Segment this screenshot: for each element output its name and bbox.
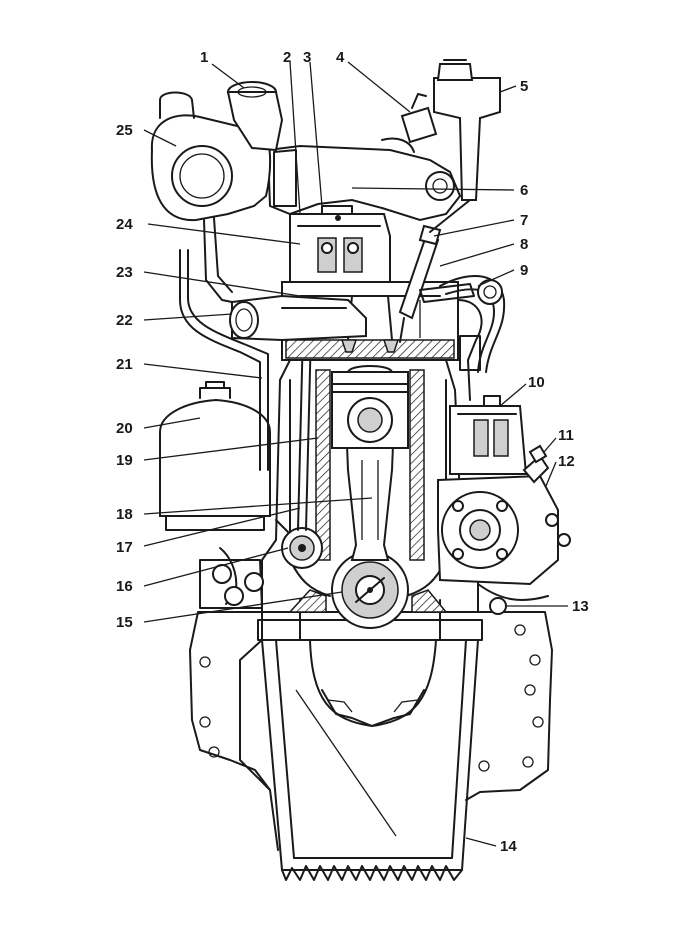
callout-11: 11 [543,427,574,453]
camshaft [275,519,323,569]
svg-text:24: 24 [116,216,133,233]
callout-19: 19 [116,437,319,469]
callout-17: 17 [116,507,301,556]
oil-sump [261,639,479,881]
callout-24: 24 [116,216,301,245]
rocker-cover [289,205,391,283]
callout-23: 23 [116,264,301,297]
svg-text:8: 8 [520,236,528,253]
injector [398,199,471,343]
callout-15: 15 [116,591,343,631]
svg-text:14: 14 [500,838,517,855]
svg-text:21: 21 [116,356,133,373]
exhaust-manifold [266,137,462,222]
svg-text:2: 2 [283,49,291,66]
callout-7: 7 [433,212,528,237]
callout-4: 4 [336,49,411,113]
callout-3: 3 [303,49,323,207]
callout-10: 10 [499,374,545,407]
callout-12: 12 [545,453,575,487]
svg-text:15: 15 [116,614,133,631]
svg-text:12: 12 [558,453,575,470]
svg-text:25: 25 [116,122,133,139]
svg-text:13: 13 [572,598,589,615]
cylinder-liner [315,369,425,561]
pump-bracket [477,583,549,615]
mounting-plate [189,611,553,851]
fuel-lift-pump [522,444,550,484]
callout-9: 9 [477,262,528,287]
callout-16: 16 [116,547,289,595]
callout-18: 18 [116,497,373,523]
svg-text:9: 9 [520,262,528,279]
callout-13: 13 [506,598,589,615]
svg-text:10: 10 [528,374,545,391]
svg-text:3: 3 [303,49,311,66]
svg-text:19: 19 [116,452,133,469]
svg-text:4: 4 [336,49,345,66]
thermostat-housing [400,93,438,144]
svg-text:23: 23 [116,264,133,281]
callout-1: 1 [200,49,245,89]
callout-8: 8 [439,236,528,267]
svg-text:16: 16 [116,578,133,595]
callout-labels: 1 2 3 4 5 6 7 8 [116,49,589,855]
callout-22: 22 [116,312,233,329]
oil-filter [159,381,271,531]
piston [331,365,409,449]
callout-5: 5 [499,78,528,95]
svg-text:7: 7 [520,212,528,229]
oil-pipe [179,249,269,471]
fuel-lines [419,274,506,401]
crankshaft [331,551,409,629]
intake-manifold [229,294,367,342]
callout-14: 14 [295,689,517,855]
callout-25: 25 [116,122,177,147]
oil-filler-neck [226,81,284,152]
svg-text:22: 22 [116,312,133,329]
callout-20: 20 [116,417,201,437]
svg-text:17: 17 [116,539,133,556]
callout-6: 6 [351,182,528,199]
svg-text:6: 6 [520,182,528,199]
air-intake-housing [150,91,272,303]
callout-21: 21 [116,356,263,379]
svg-text:11: 11 [558,427,574,444]
coolant-cap [433,59,501,201]
pump-drive-housing [437,474,571,586]
svg-text:20: 20 [116,420,133,437]
svg-text:5: 5 [520,78,528,95]
svg-text:18: 18 [116,506,133,523]
svg-text:1: 1 [200,49,208,66]
callout-2: 2 [283,49,301,215]
fuel-injection-pump [449,395,528,475]
